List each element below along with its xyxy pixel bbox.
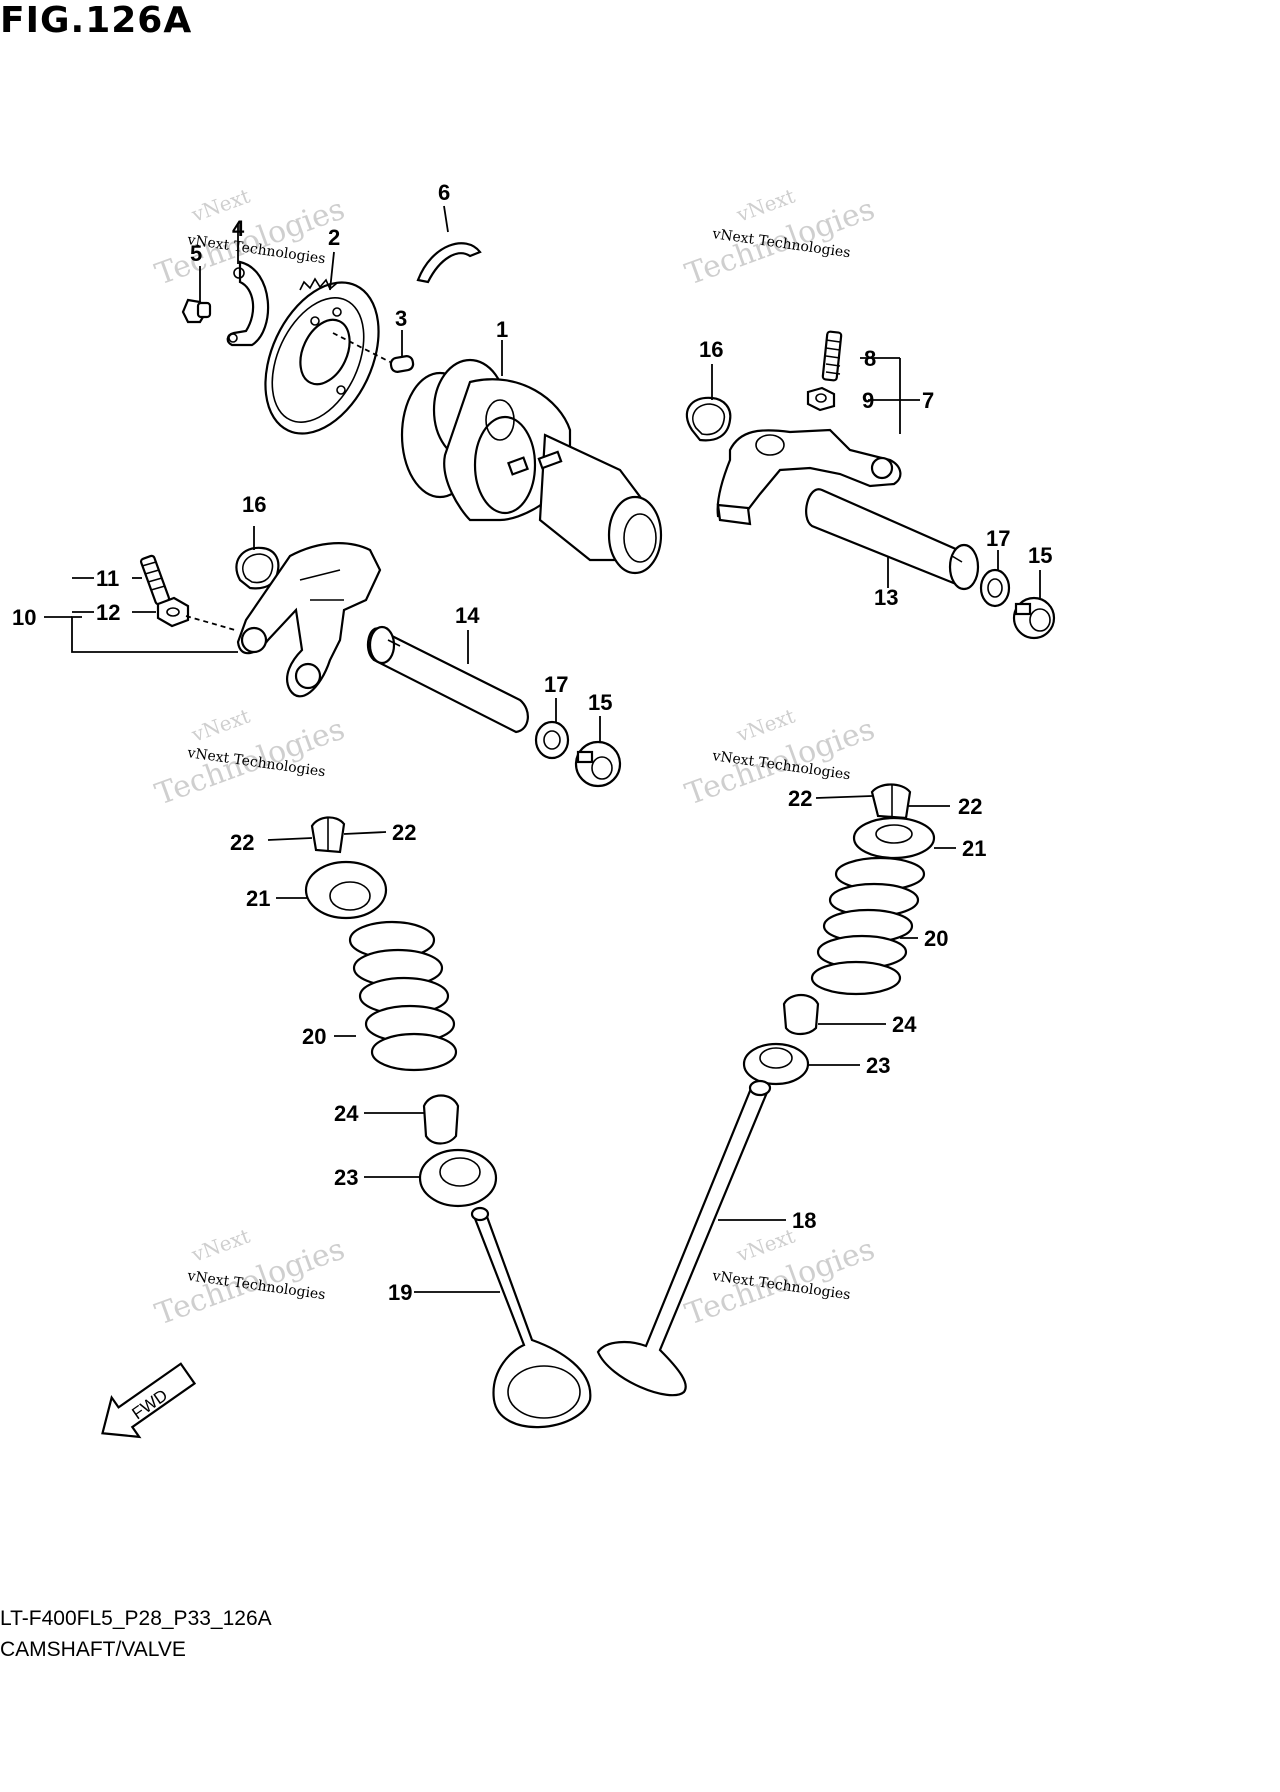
stem-seal-part-24-right (782, 993, 820, 1036)
callout-22-left-b: 22 (392, 820, 416, 845)
adjust-screw-part-8 (821, 330, 843, 382)
callout-17-right: 17 (986, 526, 1010, 551)
camshaft-part-1 (400, 358, 663, 575)
callout-15-left: 15 (588, 690, 612, 715)
nut-part-9 (806, 386, 836, 412)
cotter-part-22-right (870, 783, 912, 820)
retainer-part-21-left (304, 860, 388, 920)
callout-14: 14 (455, 603, 480, 628)
rocker-arm-part-10 (236, 542, 382, 698)
washer-part-17-right (979, 568, 1011, 608)
stopper-part-6 (416, 242, 482, 284)
callout-9: 9 (862, 388, 874, 413)
figure-code: LT-F400FL5_P28_P33_126A (0, 1607, 272, 1630)
watermark-bottom-left: vNext Technologies vNext Technologies (151, 1224, 350, 1333)
spring-seat-part-23-left (418, 1148, 498, 1208)
callout-4: 4 (232, 216, 245, 241)
valve-part-18 (596, 1079, 772, 1397)
lock-plate-part-4 (226, 260, 270, 347)
stem-seal-part-24-left (422, 1094, 460, 1145)
svg-text:vNext: vNext (188, 1224, 253, 1267)
figure-title: FIG.126A (0, 0, 193, 41)
rocker-arm-part-7 (716, 428, 902, 526)
callouts: 1 2 3 4 5 6 7 8 9 10 11 12 13 14 15 15 1… (12, 180, 1052, 1305)
callout-8: 8 (864, 346, 876, 371)
callout-11: 11 (96, 566, 119, 591)
callout-23-left: 23 (334, 1165, 358, 1190)
watermark-top-right: vNext Technologies vNext Technologies (681, 184, 880, 293)
callout-6: 6 (438, 180, 450, 205)
fwd-arrow-icon: FWD (101, 1362, 197, 1439)
plug-part-15-left (574, 740, 622, 788)
cotter-part-22-left (310, 816, 346, 854)
callout-15-right: 15 (1028, 543, 1052, 568)
callout-7: 7 (922, 388, 934, 413)
spring-part-20-left (348, 920, 458, 1072)
callout-20-left: 20 (302, 1024, 326, 1049)
callout-17-left: 17 (544, 672, 568, 697)
callout-12: 12 (96, 600, 120, 625)
spring-seat-part-23-right (742, 1042, 810, 1086)
callout-2: 2 (328, 225, 340, 250)
watermark-bottom-right: vNext Technologies vNext Technologies (681, 1224, 880, 1333)
callout-21-right: 21 (962, 836, 986, 861)
leader-lines (44, 205, 1041, 1293)
adjust-screw-part-11 (139, 554, 171, 606)
callout-16-right: 16 (699, 337, 723, 362)
callout-21-left: 21 (246, 886, 270, 911)
bolt-part-5 (181, 298, 212, 324)
figure-name: CAMSHAFT/VALVE (0, 1638, 186, 1661)
callout-18: 18 (792, 1208, 816, 1233)
spring-part-16-right (685, 396, 732, 442)
callout-24-left: 24 (334, 1101, 359, 1126)
callout-22-left-a: 22 (230, 830, 254, 855)
washer-part-17-left (534, 720, 570, 760)
callout-23-right: 23 (866, 1053, 890, 1078)
callout-10: 10 (12, 605, 36, 630)
rocker-shaft-part-13 (805, 488, 980, 591)
watermark-mid-left: vNext Technologies vNext Technologies (151, 704, 350, 813)
callout-16-left: 16 (242, 492, 266, 517)
rocker-shaft-part-14 (366, 625, 529, 734)
svg-text:vNext: vNext (188, 704, 253, 747)
callout-3: 3 (395, 306, 407, 331)
callout-13: 13 (874, 585, 898, 610)
spring-part-16-left (235, 546, 280, 590)
valve-part-19 (470, 1206, 592, 1429)
sprocket-part-2 (264, 277, 380, 435)
callout-22-right-a: 22 (788, 786, 812, 811)
callout-20-right: 20 (924, 926, 948, 951)
callout-19: 19 (388, 1280, 412, 1305)
retainer-part-21-right (852, 816, 936, 860)
plug-part-15-right (1012, 596, 1056, 640)
spring-part-20-right (810, 856, 926, 996)
pin-part-3 (332, 332, 415, 373)
nut-part-12 (156, 596, 236, 631)
callout-24-right: 24 (892, 1012, 917, 1037)
callout-1: 1 (496, 317, 508, 342)
callout-5: 5 (190, 241, 202, 266)
callout-22-right-b: 22 (958, 794, 982, 819)
